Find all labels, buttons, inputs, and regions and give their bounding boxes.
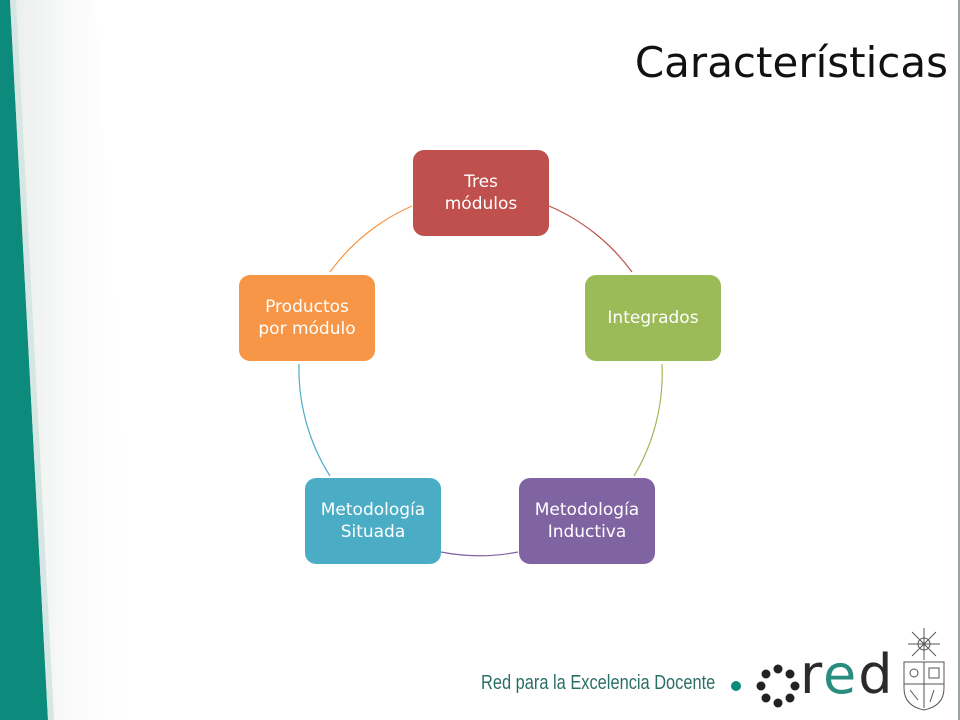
logo-dots-icon bbox=[756, 664, 800, 708]
university-crest-icon bbox=[903, 628, 945, 711]
arc-situada-productos bbox=[298, 363, 331, 477]
logo-wordmark: red bbox=[800, 643, 895, 706]
arc-inductiva-situada bbox=[440, 551, 519, 557]
node-integrados: Integrados bbox=[585, 275, 721, 361]
arc-integrados-inductiva bbox=[633, 363, 663, 477]
slide-title: Características bbox=[634, 38, 948, 87]
footer-bullet-icon bbox=[731, 681, 741, 691]
node-metodologia-inductiva: Metodología Inductiva bbox=[519, 478, 655, 564]
arc-tres-integrados bbox=[548, 205, 633, 273]
footer-text: Red para la Excelencia Docente bbox=[481, 672, 716, 694]
node-productos-por-modulo: Productos por módulo bbox=[239, 275, 375, 361]
node-metodologia-situada: Metodología Situada bbox=[305, 478, 441, 564]
node-tres-modulos: Tres módulos bbox=[413, 150, 549, 236]
arc-productos-tres bbox=[329, 205, 413, 273]
